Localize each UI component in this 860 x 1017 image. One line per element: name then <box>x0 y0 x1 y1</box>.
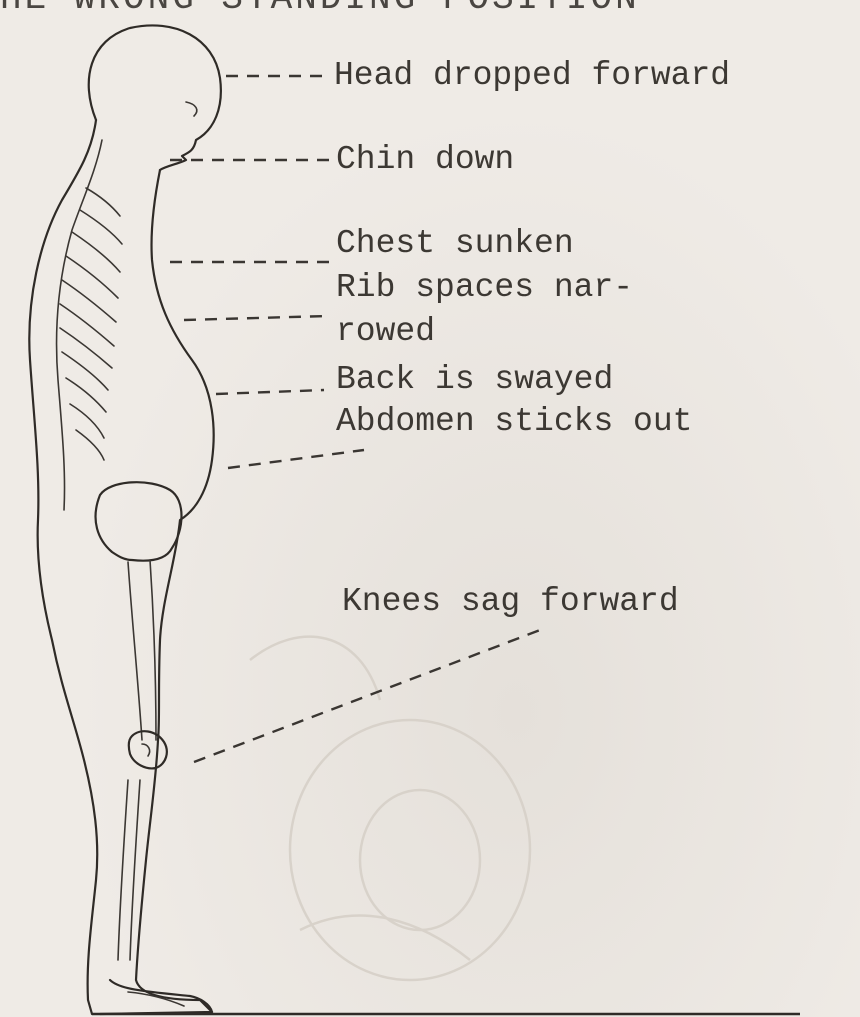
label-knees: Knees sag forward <box>342 584 679 620</box>
back-outline <box>29 120 97 1014</box>
pelvis-outline <box>96 482 182 560</box>
label-back: Back is swayed <box>336 362 613 398</box>
label-ribs-2: rowed <box>336 314 435 350</box>
label-chest: Chest sunken <box>336 226 574 262</box>
rib-lines <box>60 188 122 460</box>
label-chin: Chin down <box>336 142 514 178</box>
show-through-marks <box>250 637 530 980</box>
knee-cap <box>142 744 150 756</box>
thigh-line-front <box>150 560 156 740</box>
shin-line-back <box>118 780 128 960</box>
spine-line <box>57 140 102 510</box>
face-detail <box>186 102 197 116</box>
label-ribs-1: Rib spaces nar- <box>336 270 633 306</box>
head-outline <box>89 25 221 170</box>
label-abdomen: Abdomen sticks out <box>336 404 692 440</box>
label-head: Head dropped forward <box>334 58 730 94</box>
thigh-line-back <box>128 562 142 740</box>
knee-outline <box>129 731 167 768</box>
